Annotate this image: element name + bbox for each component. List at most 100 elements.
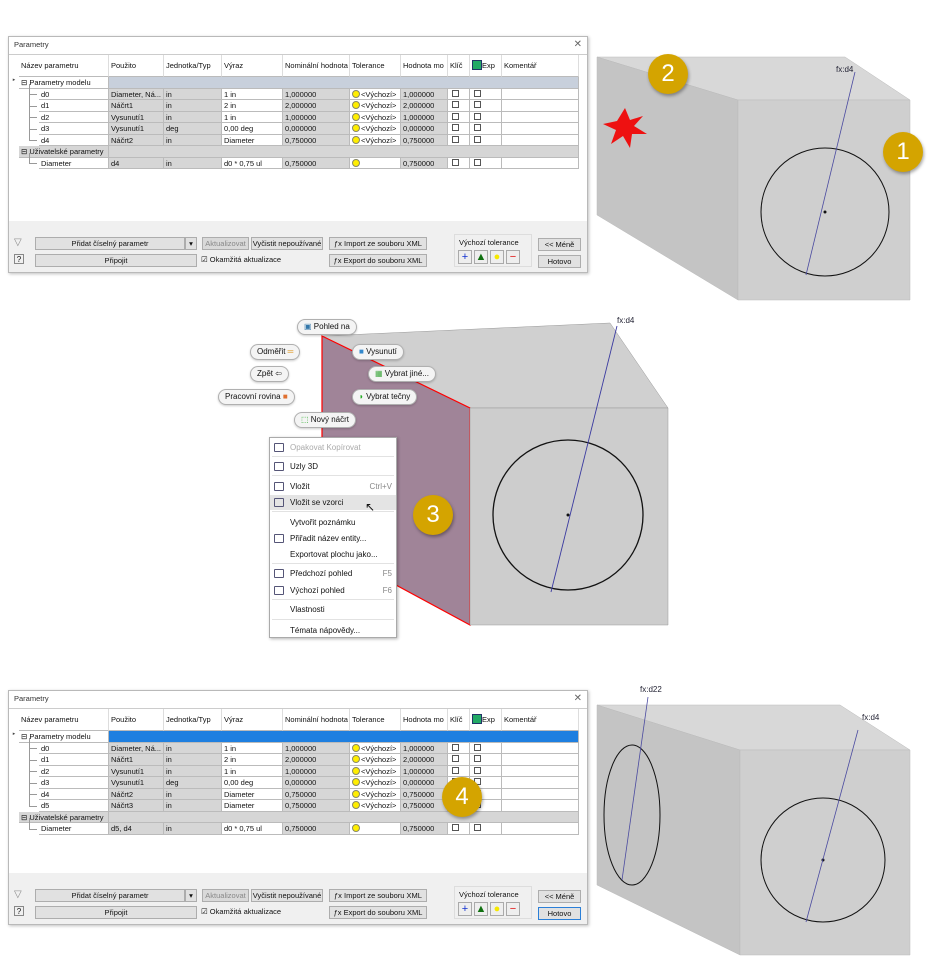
table-cell[interactable]: <Výchozí> [350, 100, 401, 112]
group-label[interactable]: ⊟ Parametry modelu [19, 77, 109, 89]
export-checkbox[interactable] [474, 824, 481, 831]
table-cell[interactable]: d0 * 0,75 ul [222, 823, 283, 835]
update-button[interactable]: Aktualizovat [202, 889, 249, 902]
less-button[interactable]: << Méně [538, 238, 581, 251]
viewport-top[interactable] [596, 56, 911, 301]
context-menu-item[interactable]: Témata nápovědy... [270, 623, 396, 638]
done-button[interactable]: Hotovo [538, 255, 581, 268]
tolerance-default-button[interactable]: ● [490, 902, 504, 916]
table-cell[interactable]: <Výchozí> [350, 765, 401, 777]
table-cell[interactable]: <Výchozí> [350, 800, 401, 812]
table-cell[interactable] [350, 823, 401, 835]
table-cell[interactable]: d4 [39, 134, 109, 146]
add-parameter-button[interactable]: Přidat číselný parametr [35, 237, 185, 250]
export-checkbox[interactable] [474, 135, 481, 143]
tolerance-plus-button[interactable]: + [458, 250, 472, 264]
table-cell[interactable]: Diameter [222, 800, 283, 812]
table-cell[interactable]: 0,00 deg [222, 777, 283, 789]
group-label[interactable]: ⊟ Uživatelské parametry [19, 146, 109, 158]
tolerance-icon[interactable] [352, 789, 360, 798]
table-cell[interactable]: Diameter [39, 157, 109, 169]
table-cell[interactable]: 2 in [222, 754, 283, 766]
link-button[interactable]: Připojit [35, 254, 197, 267]
context-menu-item[interactable]: Přiřadit název entity... [270, 531, 396, 546]
group-label[interactable]: ⊟ Parametry modelu [19, 731, 109, 743]
tolerance-minus-button[interactable]: − [506, 250, 520, 264]
comment-cell[interactable] [502, 100, 579, 112]
comment-cell[interactable] [502, 157, 579, 169]
table-cell[interactable]: <Výchozí> [350, 777, 401, 789]
table-cell[interactable] [350, 157, 401, 169]
column-header[interactable]: Tolerance [350, 55, 401, 77]
column-header[interactable]: Výraz [222, 709, 283, 731]
column-header[interactable]: Komentář [502, 709, 579, 731]
comment-cell[interactable] [502, 754, 579, 766]
table-cell[interactable]: <Výchozí> [350, 88, 401, 100]
link-button[interactable]: Připojit [35, 906, 197, 919]
tolerance-icon[interactable] [352, 158, 360, 167]
tolerance-icon[interactable] [352, 135, 360, 144]
purge-unused-button[interactable]: Vyčistit nepoužívané [251, 889, 323, 902]
extrude-button[interactable]: ■ Vysunutí [352, 344, 404, 360]
group-row[interactable] [109, 731, 579, 743]
key-checkbox[interactable] [452, 824, 459, 831]
column-header[interactable]: Hodnota mo [401, 55, 448, 77]
column-header[interactable]: Nominální hodnota [283, 55, 350, 77]
tolerance-icon[interactable] [352, 112, 360, 121]
table-cell[interactable]: <Výchozí> [350, 111, 401, 123]
comment-cell[interactable] [502, 788, 579, 800]
context-menu-item[interactable]: Uzly 3D [270, 459, 396, 474]
tolerance-icon[interactable] [352, 101, 360, 109]
export-xml-button[interactable]: ƒx Export do souboru XML [329, 906, 427, 919]
table-cell[interactable]: 1 in [222, 742, 283, 754]
comment-cell[interactable] [502, 123, 579, 135]
view-button[interactable]: ▣ Pohled na [297, 319, 357, 335]
help-icon[interactable]: ? [14, 906, 24, 916]
column-header[interactable]: Použito [109, 709, 164, 731]
context-menu-item[interactable]: Vlastnosti [270, 602, 396, 617]
immediate-update-checkbox[interactable]: ☑ Okamžitá aktualizace [201, 907, 282, 916]
export-xml-button[interactable]: ƒx Export do souboru XML [329, 254, 427, 267]
table-cell[interactable]: d2 [39, 111, 109, 123]
add-parameter-button[interactable]: Přidat číselný parametr [35, 889, 185, 902]
tolerance-icon[interactable] [352, 89, 360, 98]
table-cell[interactable]: Diameter [222, 134, 283, 146]
tolerance-default-button[interactable]: ● [490, 250, 504, 264]
group-label[interactable]: ⊟ Uživatelské parametry [19, 811, 109, 823]
comment-cell[interactable] [502, 88, 579, 100]
add-parameter-dropdown[interactable]: ▾ [185, 237, 197, 250]
tolerance-icon[interactable] [352, 801, 360, 809]
workplane-button[interactable]: Pracovní rovina ■ [218, 389, 295, 405]
tolerance-icon[interactable] [352, 824, 360, 832]
context-menu-item[interactable]: Vložit se vzorci [270, 495, 396, 510]
import-xml-button[interactable]: ƒx Import ze souboru XML [329, 889, 427, 902]
export-checkbox[interactable] [474, 158, 481, 166]
key-checkbox[interactable] [452, 112, 459, 120]
table-cell[interactable]: <Výchozí> [350, 123, 401, 135]
export-checkbox[interactable] [474, 124, 481, 131]
purge-unused-button[interactable]: Vyčistit nepoužívané [251, 237, 323, 250]
close-icon[interactable]: ✕ [573, 693, 582, 704]
table-cell[interactable]: <Výchozí> [350, 742, 401, 754]
export-checkbox[interactable] [474, 101, 481, 108]
immediate-update-checkbox[interactable]: ☑ Okamžitá aktualizace [201, 255, 282, 264]
key-checkbox[interactable] [452, 101, 459, 108]
key-checkbox[interactable] [452, 89, 459, 97]
comment-cell[interactable] [502, 134, 579, 146]
select-other-button[interactable]: ▦ Vybrat jiné... [368, 366, 436, 382]
filter-icon[interactable]: ▽ [14, 237, 22, 248]
select-tangent-button[interactable]: ◗ Vybrat tečny [352, 389, 418, 405]
context-menu-item[interactable]: Exportovat plochu jako... [270, 547, 396, 562]
add-parameter-dropdown[interactable]: ▾ [185, 889, 197, 902]
column-header[interactable]: Exp [470, 709, 502, 731]
tolerance-icon[interactable] [352, 755, 360, 763]
export-checkbox[interactable] [474, 89, 481, 97]
comment-cell[interactable] [502, 800, 579, 812]
key-checkbox[interactable] [452, 766, 459, 774]
key-checkbox[interactable] [452, 755, 459, 762]
less-button[interactable]: << Méně [538, 890, 581, 903]
table-cell[interactable]: d2 [39, 765, 109, 777]
tolerance-icon[interactable] [352, 778, 360, 786]
table-cell[interactable]: d1 [39, 100, 109, 112]
